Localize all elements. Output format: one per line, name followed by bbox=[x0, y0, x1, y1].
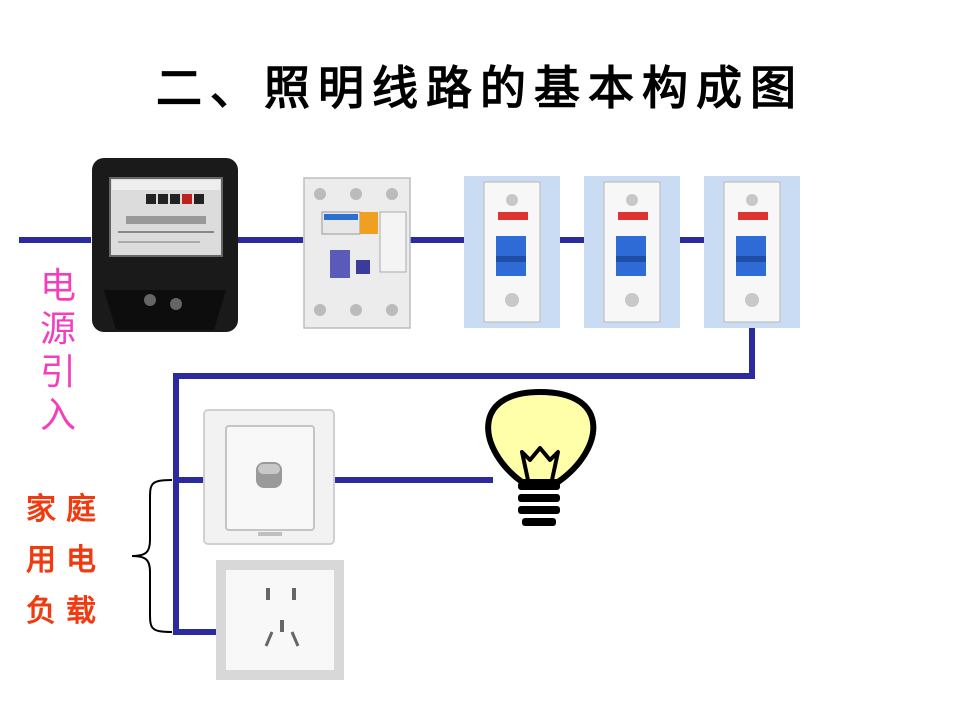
load-line: 负载 bbox=[26, 594, 106, 629]
load-brace bbox=[131, 479, 173, 633]
wire-mcb3-to-loads bbox=[173, 323, 755, 635]
power-input-char: 电 bbox=[39, 266, 76, 307]
load-line: 家庭 bbox=[26, 492, 106, 527]
household-load-label: 家庭 用电 负载 bbox=[26, 484, 110, 637]
power-input-char: 入 bbox=[39, 395, 76, 436]
light-bulb-icon bbox=[485, 389, 597, 526]
wall-switch bbox=[203, 409, 335, 545]
load-line: 用电 bbox=[26, 543, 106, 578]
main-breaker bbox=[303, 177, 411, 329]
mcb-2 bbox=[584, 176, 680, 328]
energy-meter bbox=[92, 158, 238, 332]
meter-dials bbox=[146, 194, 204, 204]
power-input-label: 电 源 引 入 bbox=[36, 265, 80, 437]
mcb-3 bbox=[704, 176, 800, 328]
wall-socket bbox=[216, 560, 344, 680]
power-input-char: 引 bbox=[39, 352, 76, 393]
wires bbox=[19, 237, 755, 635]
page-title: 二、照明线路的基本构成图 bbox=[156, 61, 804, 115]
mcb-1 bbox=[464, 176, 560, 328]
power-input-char: 源 bbox=[39, 309, 76, 350]
